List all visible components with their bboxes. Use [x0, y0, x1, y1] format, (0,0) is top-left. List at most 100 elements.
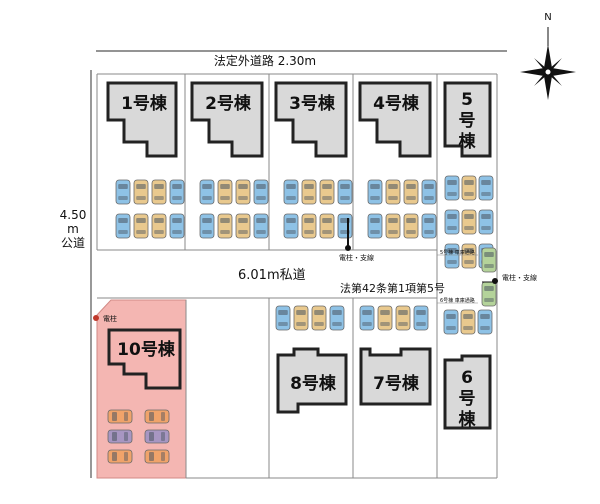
car-icon: [253, 179, 269, 205]
lot-8-label: 8号棟: [290, 373, 337, 394]
building-7: [359, 347, 432, 406]
car-icon: [115, 213, 131, 239]
car-icon: [275, 305, 291, 331]
car-icon: [311, 305, 327, 331]
car-icon: [144, 409, 170, 424]
upper-block-outline: [96, 73, 498, 251]
car-icon: [337, 179, 353, 205]
left-road-unit: m: [67, 222, 79, 236]
car-icon: [403, 179, 419, 205]
car-icon: [169, 179, 185, 205]
car-icon: [481, 247, 497, 273]
building-6: [443, 354, 492, 430]
lot-1-label: 1号棟: [121, 93, 168, 114]
lot-2-label: 2号棟: [205, 93, 252, 114]
lot-10-label: 10号棟: [117, 339, 176, 360]
building-3: [274, 81, 348, 158]
utility-pole-marker-right: [492, 278, 498, 284]
pole-support-label-right: 電柱・支線: [502, 273, 537, 282]
buildings-upper: [106, 81, 492, 158]
car-icon: [283, 213, 299, 239]
compass-rose-icon: N: [520, 12, 576, 100]
private-road-note: 法第42条第1項第5号: [340, 281, 445, 295]
car-icon: [385, 179, 401, 205]
car-icon: [169, 213, 185, 239]
car-icon: [478, 209, 494, 235]
car-icon: [107, 429, 133, 444]
car-icon: [115, 179, 131, 205]
car-icon: [235, 213, 251, 239]
car-icon: [461, 175, 477, 201]
car-icon: [217, 179, 233, 205]
car-icon: [199, 179, 215, 205]
car-icon: [443, 309, 459, 335]
left-road-width: 4.50: [60, 208, 87, 222]
building-2: [190, 81, 264, 158]
private-road-label: 6.01m私道: [238, 268, 306, 283]
car-icon: [301, 179, 317, 205]
building-10: [107, 328, 182, 390]
car-icon: [151, 179, 167, 205]
car-icon: [421, 213, 437, 239]
car-icon: [444, 243, 460, 269]
car-icon: [403, 213, 419, 239]
building-5: [443, 81, 492, 158]
car-icon: [301, 213, 317, 239]
car-icon: [461, 209, 477, 235]
utility-pole-marker: [345, 245, 351, 251]
meter-label-5: 5号棟 車庫通路: [440, 249, 475, 256]
top-road-label: 法定外道路 2.30m: [214, 53, 316, 68]
car-icon: [395, 305, 411, 331]
car-icon: [283, 179, 299, 205]
car-icon: [319, 179, 335, 205]
car-icon: [144, 429, 170, 444]
car-icon: [107, 449, 133, 464]
building-4: [358, 81, 432, 158]
car-icon: [199, 213, 215, 239]
svg-text:N: N: [544, 12, 551, 23]
car-icon: [367, 179, 383, 205]
car-icon: [329, 305, 345, 331]
building-1: [106, 81, 178, 158]
utility-poles: 電柱・支線 電柱・支線 電柱 5号棟 車庫通路 6号棟 車庫通路: [93, 218, 537, 323]
car-icon: [481, 281, 497, 307]
lot-3-label: 3号棟: [289, 93, 336, 114]
lower-block-outline: [185, 298, 498, 479]
car-icon: [107, 409, 133, 424]
lot-4-label: 4号棟: [373, 93, 420, 114]
car-icon: [144, 449, 170, 464]
car-icon: [133, 179, 149, 205]
car-icon: [444, 175, 460, 201]
car-icon: [385, 213, 401, 239]
lot-7-label: 7号棟: [373, 373, 420, 394]
car-icon: [421, 179, 437, 205]
car-icon: [460, 309, 476, 335]
utility-pole-marker-lot10: [93, 315, 99, 321]
car-icon: [293, 305, 309, 331]
car-icon: [133, 213, 149, 239]
pole-label: 電柱: [103, 314, 117, 323]
car-icon: [217, 213, 233, 239]
car-icon: [461, 243, 477, 269]
car-icon: [151, 213, 167, 239]
left-road-type: 公道: [61, 236, 85, 250]
car-icon: [235, 179, 251, 205]
car-icon: [367, 213, 383, 239]
car-icon: [359, 305, 375, 331]
private-road-outline: [97, 250, 498, 304]
car-icon: [319, 213, 335, 239]
car-icon: [377, 305, 393, 331]
car-icon: [477, 309, 493, 335]
buildings-lower: [107, 328, 492, 430]
car-icon: [337, 213, 353, 239]
car-icon: [253, 213, 269, 239]
meter-label-6: 6号棟 車庫通路: [440, 297, 475, 304]
car-icon: [444, 209, 460, 235]
building-8: [276, 347, 348, 414]
car-icon: [478, 175, 494, 201]
pole-support-label: 電柱・支線: [339, 253, 374, 262]
car-icon: [413, 305, 429, 331]
